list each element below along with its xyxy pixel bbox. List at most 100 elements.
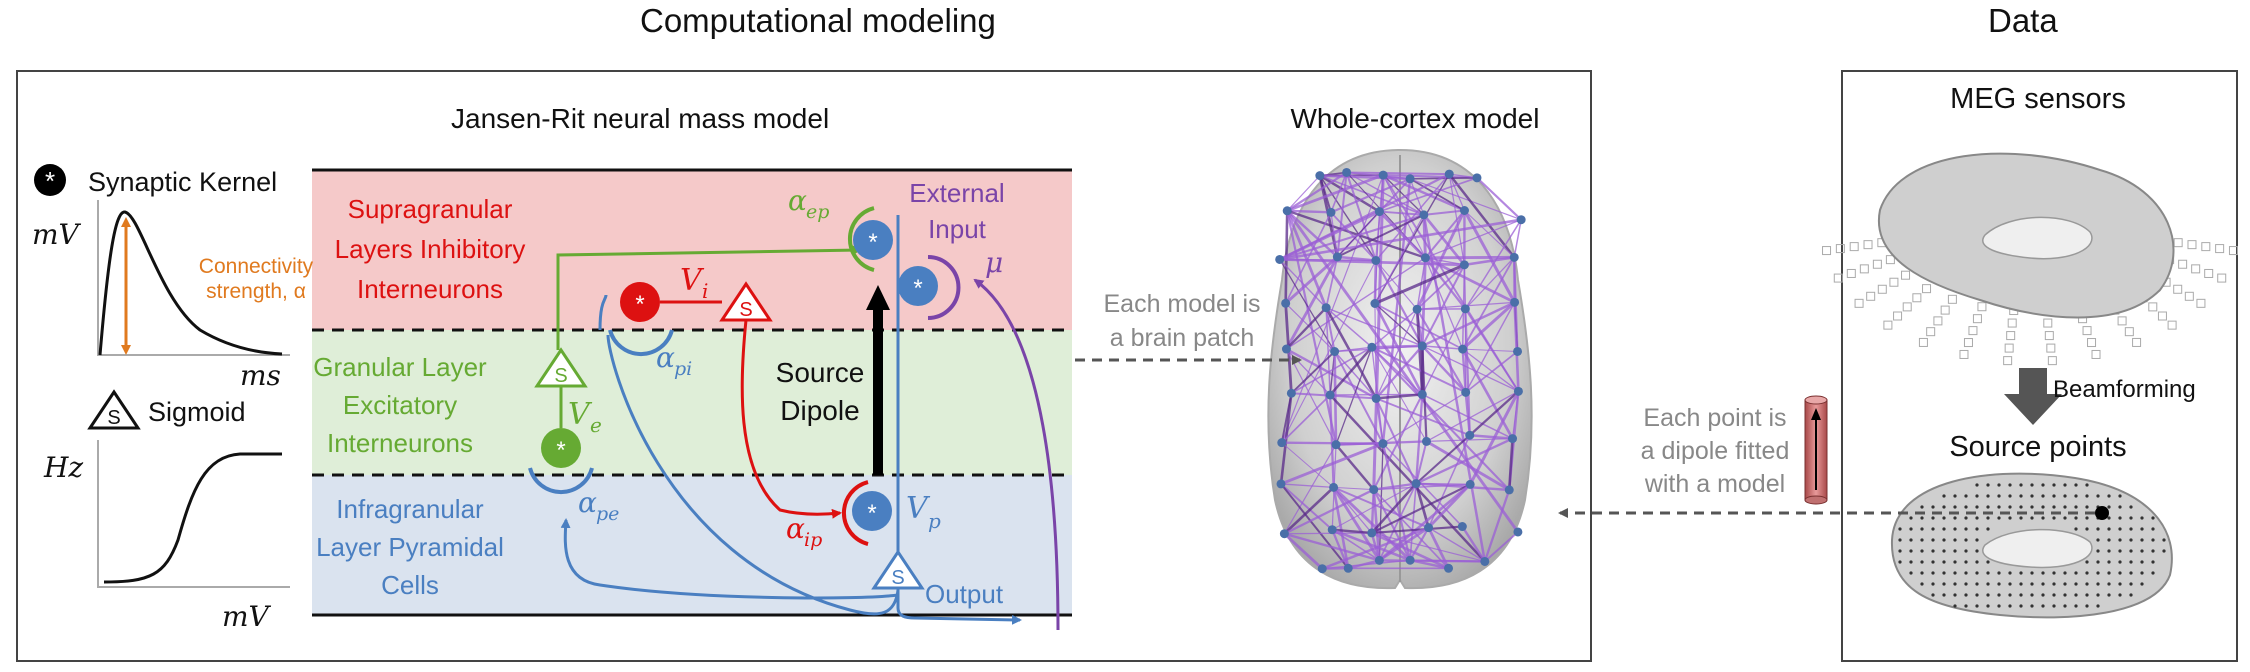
network-edge: [1336, 213, 1425, 258]
source-point: [1931, 505, 1935, 509]
connectivity-label-2: strength, α: [206, 280, 306, 303]
external-input-label-1: External: [909, 178, 1004, 208]
meg-sensor: [1835, 244, 1845, 254]
network-node: [1277, 438, 1287, 448]
meg-sensor: [2157, 311, 2167, 321]
sigmoid-symbol-icon: [87, 389, 141, 430]
external-kernel-icon: [898, 266, 938, 306]
source-point: [2019, 505, 2023, 509]
source-point: [2096, 527, 2100, 531]
network-edge: [1285, 306, 1327, 350]
source-point: [2019, 494, 2023, 498]
network-edge: [1290, 350, 1336, 394]
source-point: [1931, 560, 1935, 564]
sigmoid-curve: [103, 452, 282, 584]
network-node: [1516, 215, 1526, 225]
network-edge: [1279, 258, 1327, 309]
network-edge: [1333, 351, 1338, 445]
meg-sensor: [2173, 238, 2183, 248]
source-point: [1942, 560, 1946, 564]
source-point: [2074, 593, 2078, 597]
alpha-pi-subscript: pi: [674, 358, 692, 380]
source-point: [1898, 560, 1902, 564]
meg-sensor: [2187, 240, 2197, 250]
network-node: [1510, 297, 1520, 307]
alpha-ep-subscript: ep: [806, 201, 829, 223]
network-edge: [1280, 483, 1349, 569]
source-point: [1898, 527, 1902, 531]
source-point: [1942, 593, 1946, 597]
whole-cortex-title: Whole-cortex model: [1291, 103, 1540, 134]
meg-sensor: [1912, 293, 1922, 303]
network-edge: [1331, 528, 1411, 562]
network-edge: [1375, 309, 1418, 399]
network-edge: [1335, 443, 1375, 491]
meg-sensor: [2184, 291, 2194, 301]
network-edge: [1464, 256, 1515, 267]
beamforming-arrow: [2004, 368, 2062, 425]
network-node: [1513, 346, 1523, 356]
source-point: [1964, 571, 1968, 575]
ve-subscript: e: [590, 413, 602, 437]
network-node: [1369, 485, 1379, 495]
meg-sensor: [1972, 314, 1982, 324]
network-node: [1444, 563, 1454, 573]
network-edge: [1279, 213, 1425, 261]
source-point: [1997, 494, 2001, 498]
computational-panel-frame: [16, 70, 1592, 662]
source-dipole-label-1: Source: [776, 357, 865, 388]
source-point: [2008, 582, 2012, 586]
network-edge: [1416, 482, 1510, 492]
alpha-pi-symbol: α: [656, 341, 675, 374]
source-point: [2107, 582, 2111, 586]
source-point: [2129, 538, 2133, 542]
network-edge: [1416, 308, 1467, 393]
source-point: [1975, 582, 1979, 586]
source-point: [2140, 549, 2144, 553]
meg-sensors-title: MEG sensors: [1950, 83, 2126, 115]
kernel-label: Synaptic Kernel: [88, 167, 277, 197]
network-edge: [1416, 264, 1466, 310]
jansen-rit-model: Supragranular Layers Inhibitory Interneu…: [312, 168, 1072, 631]
network-node: [1378, 439, 1388, 449]
network-edge: [1375, 397, 1471, 437]
network-node: [1367, 342, 1377, 352]
network-node: [1513, 527, 1523, 537]
network-edge: [1331, 483, 1417, 531]
meg-sensor: [2201, 242, 2211, 252]
network-edge: [1325, 256, 1339, 308]
network-edge: [1283, 488, 1375, 535]
network-edge: [1464, 256, 1515, 310]
network-edge: [1285, 302, 1336, 352]
source-point: [2008, 494, 2012, 498]
source-point: [2041, 593, 2045, 597]
pi-synapse-arc: [608, 329, 674, 357]
ep-kernel-icon: [853, 220, 893, 260]
network-edge: [1373, 488, 1450, 569]
source-point: [2041, 571, 2045, 575]
sigmoid-axes: [97, 440, 290, 588]
meg-brain: [1822, 152, 2238, 366]
source-point: [1953, 549, 1957, 553]
external-synapse-arc: [927, 255, 961, 320]
source-point: [2085, 527, 2089, 531]
infra-label-3: Cells: [381, 570, 439, 600]
meg-sensor: [2132, 337, 2142, 347]
source-point: [1931, 538, 1935, 542]
network-node: [1281, 344, 1291, 354]
network-edge: [1461, 525, 1486, 563]
output-label: Output: [925, 579, 1004, 609]
source-point: [1986, 593, 1990, 597]
sigmoid-label: Sigmoid: [148, 397, 246, 427]
meg-sensor: [2217, 273, 2227, 283]
meg-sensor: [1833, 273, 1843, 283]
ep-kernel-star: *: [868, 229, 877, 256]
network-node: [1412, 304, 1422, 314]
meg-sensor: [2091, 349, 2101, 359]
network-edge: [1378, 526, 1430, 562]
network-node: [1343, 563, 1353, 573]
network-edge: [1321, 526, 1429, 570]
network-edge: [1286, 171, 1348, 212]
network-edge: [1507, 438, 1514, 490]
